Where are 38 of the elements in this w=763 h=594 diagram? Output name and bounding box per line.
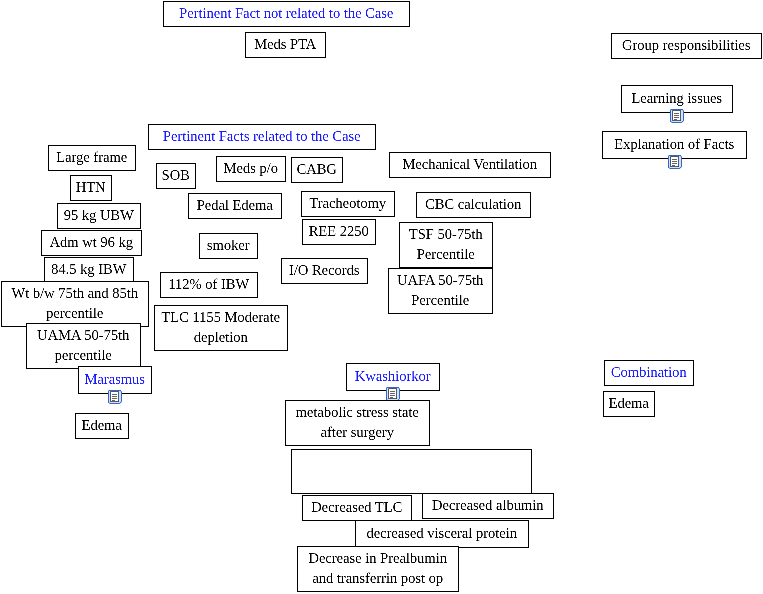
fact-box: REE 2250	[302, 219, 376, 245]
fact-box: Edema	[75, 413, 129, 439]
fact-box: Group responsibilities	[611, 33, 762, 59]
fact-box: Pedal Edema	[188, 193, 282, 219]
fact-box: Wt b/w 75th and 85th percentile	[1, 281, 149, 327]
fact-box: Decreased albumin	[422, 493, 554, 519]
fact-box: UAFA 50-75th Percentile	[388, 268, 493, 314]
fact-box: HTN	[70, 175, 112, 201]
fact-box: Decrease in Prealbumin and transferrin post op	[297, 546, 459, 592]
heading-box: Pertinent Fact not related to the Case	[163, 1, 410, 27]
fact-box: I/O Records	[281, 258, 368, 284]
fact-box: Mechanical Ventilation	[389, 152, 551, 178]
heading-box: Combination	[604, 360, 694, 386]
fact-box: decreased visceral protein	[355, 520, 529, 548]
fact-box: Explanation of Facts	[602, 131, 747, 159]
fact-box: TSF 50-75th Percentile	[399, 222, 493, 268]
fact-box: Decreased TLC	[302, 495, 412, 521]
empty-box	[291, 449, 532, 494]
fact-box: SOB	[156, 163, 196, 189]
heading-box: Pertinent Facts related to the Case	[148, 124, 376, 150]
fact-box: Tracheotomy	[301, 191, 395, 217]
fact-box: smoker	[199, 233, 258, 259]
fact-box: Meds p/o	[216, 156, 286, 182]
fact-box: metabolic stress state after surgery	[285, 400, 430, 446]
fact-box: 112% of IBW	[160, 272, 258, 298]
fact-box: CABG	[291, 157, 343, 183]
fact-box: Large frame	[48, 145, 136, 171]
fact-box: Learning issues	[621, 85, 733, 113]
fact-box: Adm wt 96 kg	[41, 230, 142, 256]
heading-box: Marasmus	[78, 366, 152, 394]
fact-box: Edema	[603, 391, 655, 417]
fact-box: UAMA 50-75th percentile	[26, 323, 141, 369]
fact-box: CBC calculation	[416, 192, 531, 218]
fact-box: TLC 1155 Moderate depletion	[154, 305, 288, 351]
fact-box: Meds PTA	[245, 32, 326, 58]
fact-box: 84.5 kg IBW	[44, 257, 134, 283]
heading-box: Kwashiorkor	[346, 363, 440, 391]
fact-box: 95 kg UBW	[57, 203, 141, 229]
